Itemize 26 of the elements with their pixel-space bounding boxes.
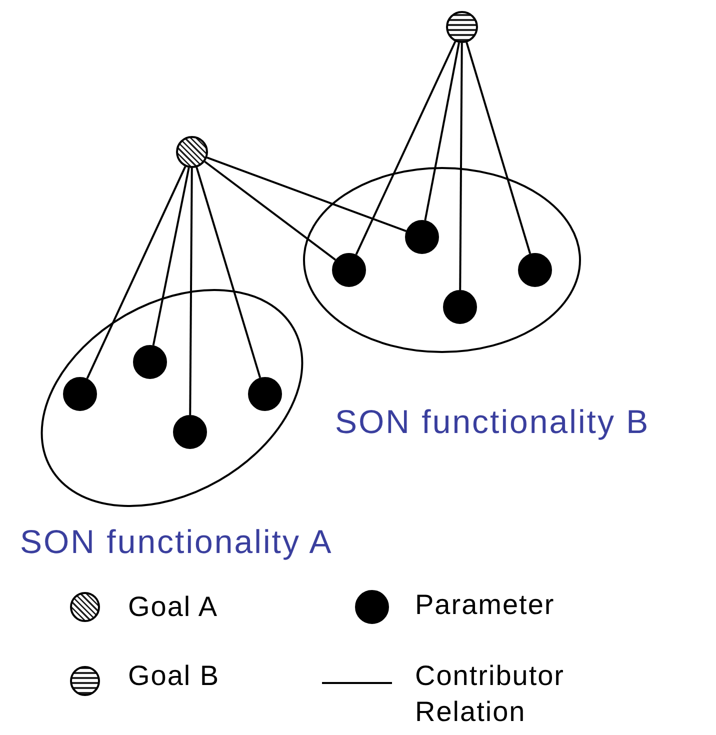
filled-circle [443, 290, 477, 324]
diagonal-striped-circle [176, 136, 208, 168]
filled-circle [173, 415, 207, 449]
filled-circle [63, 377, 97, 411]
connector-line [189, 168, 193, 415]
filled-circle [332, 253, 366, 287]
group-label: SON functionality A [20, 525, 333, 558]
legend-label: Parameter [415, 588, 556, 622]
connector-line [206, 156, 406, 232]
connector-line [86, 166, 186, 379]
connector-line [466, 42, 532, 254]
filled-circle [133, 345, 167, 379]
connector-line [152, 168, 190, 346]
filled-circle [518, 253, 552, 287]
connector-line [204, 160, 336, 261]
legend-label: Goal B [128, 659, 221, 693]
horizontal-striped-circle [446, 11, 478, 43]
connector-line [424, 42, 460, 220]
connector-line [355, 41, 456, 255]
filled-circle [248, 377, 282, 411]
connector-line [196, 167, 262, 378]
group-label: SON functionality B [335, 405, 650, 438]
legend-label: Goal A [128, 590, 220, 624]
legend-label: Contributor Relation [415, 659, 566, 729]
filled-circle [405, 220, 439, 254]
connector-line [459, 43, 463, 290]
